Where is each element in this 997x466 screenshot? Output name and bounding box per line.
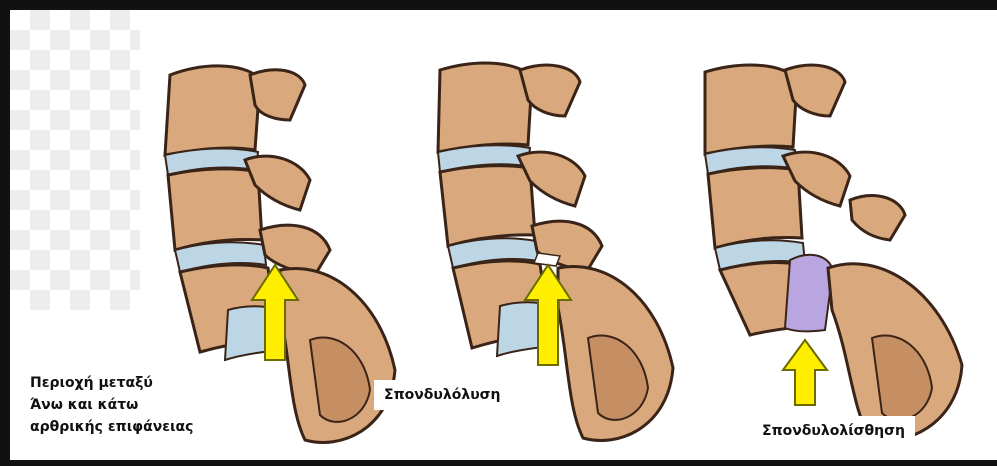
arrow-spondylolisthesis	[783, 340, 827, 405]
frame-border-left	[0, 0, 10, 466]
slipped-disc	[785, 255, 833, 332]
label-spondylolisthesis-line-1: Σπονδυλολίσθηση	[762, 420, 905, 442]
label-spondylolysis-line-1: Σπονδυλόλυση	[384, 384, 501, 406]
vertebral-column	[705, 65, 962, 440]
label-normal-line-2: Άνω και κάτω	[30, 394, 193, 416]
label-normal-line-1: Περιοχή μεταξύ	[30, 372, 193, 394]
spine-illustration-spondylolisthesis	[700, 10, 990, 460]
frame-border-top	[0, 0, 997, 10]
panel-spondylolisthesis	[700, 10, 990, 460]
pars-defect	[534, 253, 560, 266]
label-spondylolysis: Σπονδυλόλυση	[374, 380, 511, 410]
label-normal-line-3: αρθρικής επιφάνειας	[30, 416, 193, 438]
frame-border-bottom	[0, 460, 997, 466]
label-normal: Περιοχή μεταξύ Άνω και κάτω αρθρικής επι…	[24, 368, 201, 440]
label-spondylolisthesis: Σπονδυλολίσθηση	[752, 416, 915, 446]
background-pattern	[10, 10, 140, 310]
